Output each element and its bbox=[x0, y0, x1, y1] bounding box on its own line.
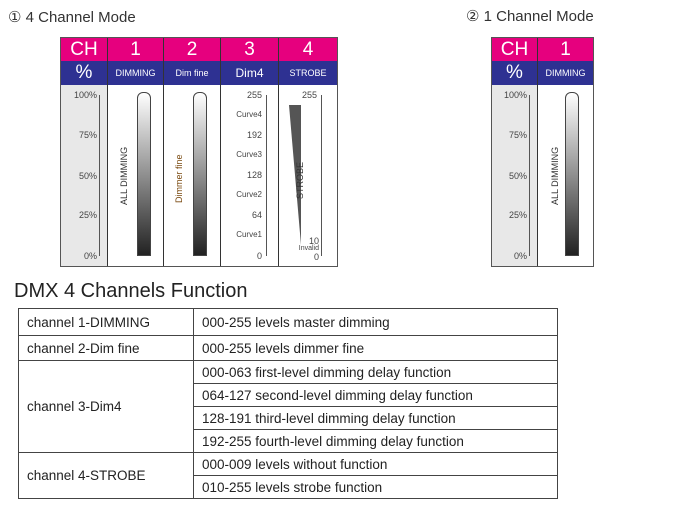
tick: 0 bbox=[256, 251, 262, 261]
value-cell: 192-255 fourth-level dimming delay funct… bbox=[193, 429, 558, 453]
mode4-title: ① 4 Channel Mode bbox=[8, 9, 136, 26]
value-cell: 128-191 third-level dimming delay functi… bbox=[193, 406, 558, 430]
ch3-name: Dim4 bbox=[221, 61, 279, 85]
ch2-label: Dimmer fine bbox=[174, 154, 184, 203]
function-title: DMX 4 Channels Function bbox=[14, 280, 248, 302]
tick: Curve3 bbox=[236, 150, 262, 159]
ch4-label: STROBE bbox=[295, 161, 305, 199]
tick: 255 bbox=[301, 90, 317, 100]
table-row: 192-255 fourth-level dimming delay funct… bbox=[19, 429, 558, 453]
pct-label: % bbox=[492, 61, 538, 85]
tick: 50% bbox=[78, 171, 97, 181]
tick: Curve4 bbox=[236, 110, 262, 119]
tick: Curve2 bbox=[236, 190, 262, 199]
channel-cell: channel 3-Dim4 bbox=[18, 360, 194, 453]
tick: 64 bbox=[251, 210, 262, 220]
value-cell: 000-063 first-level dimming delay functi… bbox=[193, 360, 558, 384]
ch2-column: Dimmer fine bbox=[164, 85, 221, 266]
ch1-column: ALL DIMMING bbox=[108, 85, 164, 266]
channel-cell: channel 4-STROBE bbox=[18, 452, 194, 499]
ch2-num: 2 bbox=[164, 38, 221, 61]
percent-scale: 100% 75% 50% 25% 0% bbox=[61, 85, 108, 266]
ch1-label: ALL DIMMING bbox=[119, 146, 129, 205]
value-cell: 000-009 levels without function bbox=[193, 452, 558, 476]
value-cell: 010-255 levels strobe function bbox=[193, 475, 558, 499]
tick: Invalid bbox=[298, 245, 319, 252]
ch1-label: ALL DIMMING bbox=[550, 146, 560, 205]
pct-label: % bbox=[61, 61, 108, 85]
ch1-name: DIMMING bbox=[538, 61, 593, 85]
dimfine-bar bbox=[193, 92, 207, 256]
ch1-name: DIMMING bbox=[108, 61, 164, 85]
table-row: 010-255 levels strobe function bbox=[19, 475, 558, 499]
mode1-title: ② 1 Channel Mode bbox=[466, 8, 594, 25]
tick: 128 bbox=[246, 170, 262, 180]
value-cell: 000-255 levels dimmer fine bbox=[193, 335, 558, 361]
channel-cell: channel 2-Dim fine bbox=[18, 335, 194, 361]
strobe-wedge bbox=[289, 105, 301, 245]
table-row: 064-127 second-level dimming delay funct… bbox=[19, 383, 558, 407]
tick: 100% bbox=[503, 90, 527, 100]
ch3-column: 255 Curve4 192 Curve3 128 Curve2 64 Curv… bbox=[221, 85, 279, 266]
ch3-num: 3 bbox=[221, 38, 279, 61]
dimming-bar bbox=[565, 92, 579, 256]
ch1-column: ALL DIMMING bbox=[538, 85, 593, 266]
tick: 192 bbox=[246, 130, 262, 140]
tick: 0% bbox=[83, 251, 97, 261]
ch-label: CH bbox=[492, 38, 538, 61]
ch2-name: Dim fine bbox=[164, 61, 221, 85]
value-cell: 000-255 levels master dimming bbox=[193, 308, 558, 336]
tick: 50% bbox=[508, 171, 527, 181]
ch4-name: STROBE bbox=[279, 61, 337, 85]
mode4-diagram: CH 1 2 3 4 % DIMMING Dim fine Dim4 STROB… bbox=[60, 37, 338, 267]
tick: 75% bbox=[78, 130, 97, 140]
ch-label: CH bbox=[61, 38, 108, 61]
ch4-column: 255 10 Invalid 0 STROBE bbox=[279, 85, 337, 266]
tick: 25% bbox=[78, 210, 97, 220]
ch1-num: 1 bbox=[538, 38, 593, 61]
tick: 255 bbox=[246, 90, 262, 100]
tick: 0 bbox=[313, 252, 319, 262]
ch1-num: 1 bbox=[108, 38, 164, 61]
value-cell: 064-127 second-level dimming delay funct… bbox=[193, 383, 558, 407]
tick: 75% bbox=[508, 130, 527, 140]
dimming-bar bbox=[137, 92, 151, 256]
tick: 100% bbox=[73, 90, 97, 100]
ch4-num: 4 bbox=[279, 38, 337, 61]
tick: 0% bbox=[513, 251, 527, 261]
mode1-diagram: CH 1 % DIMMING 100% 75% 50% 25% 0% ALL D… bbox=[491, 37, 594, 267]
tick: Curve1 bbox=[236, 230, 262, 239]
percent-scale: 100% 75% 50% 25% 0% bbox=[492, 85, 538, 266]
channel-cell: channel 1-DIMMING bbox=[18, 308, 194, 336]
tick: 10 bbox=[308, 236, 319, 246]
tick: 25% bbox=[508, 210, 527, 220]
